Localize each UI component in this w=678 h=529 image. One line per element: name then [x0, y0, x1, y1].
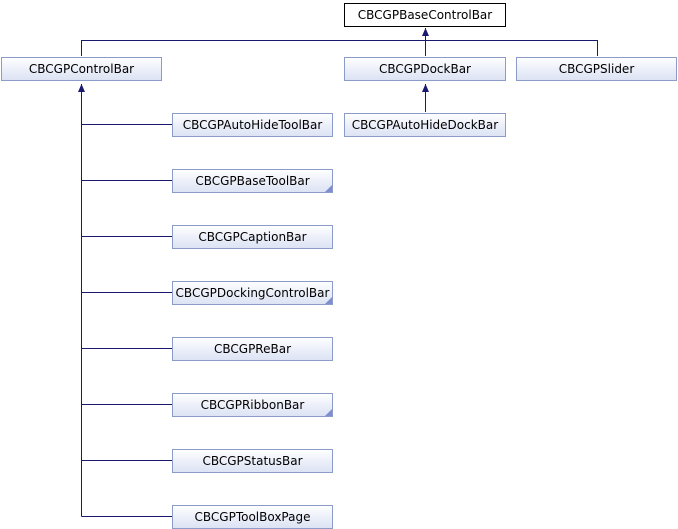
- arrowhead-dockbar: [422, 84, 429, 92]
- arrowhead-root: [422, 28, 429, 36]
- node-cbcgprebar[interactable]: CBCGPReBar: [172, 337, 333, 361]
- node-label: CBCGPDockingControlBar: [175, 286, 330, 300]
- node-label: CBCGPStatusBar: [202, 454, 303, 468]
- node-cbcgpcaptionbar[interactable]: CBCGPCaptionBar: [172, 225, 333, 249]
- arrowhead-controlbar: [78, 84, 85, 92]
- more-subclasses-marker: [325, 409, 332, 416]
- node-label: CBCGPReBar: [213, 342, 291, 356]
- node-cbcgpcontrolbar[interactable]: CBCGPControlBar: [1, 57, 162, 81]
- node-label: CBCGPAutoHideToolBar: [182, 118, 323, 132]
- node-label: CBCGPAutoHideDockBar: [351, 118, 499, 132]
- node-cbcgpautohidetoolbar[interactable]: CBCGPAutoHideToolBar: [172, 113, 333, 137]
- node-label: CBCGPBaseToolBar: [195, 174, 310, 188]
- node-label: CBCGPControlBar: [28, 62, 135, 76]
- edge-controlbar-root: [81, 28, 426, 56]
- node-cbcgpdockbar[interactable]: CBCGPDockBar: [344, 57, 506, 81]
- node-cbcgptoolboxpage[interactable]: CBCGPToolBoxPage: [172, 505, 333, 529]
- node-cbcgpdockingcontrolbar[interactable]: CBCGPDockingControlBar: [172, 281, 333, 305]
- node-cbcgpribbonbar[interactable]: CBCGPRibbonBar: [172, 393, 333, 417]
- node-cbcgpbasecontrolbar[interactable]: CBCGPBaseControlBar: [344, 3, 506, 27]
- node-label: CBCGPDockBar: [379, 62, 471, 76]
- node-cbcgpbasetoolbar[interactable]: CBCGPBaseToolBar: [172, 169, 333, 193]
- node-label: CBCGPRibbonBar: [200, 398, 305, 412]
- node-cbcgpautohidedockbar[interactable]: CBCGPAutoHideDockBar: [344, 113, 506, 137]
- node-label: CBCGPToolBoxPage: [194, 510, 311, 524]
- node-cbcgpstatusbar[interactable]: CBCGPStatusBar: [172, 449, 333, 473]
- edge-slider-root: [425, 40, 598, 56]
- node-label: CBCGPBaseControlBar: [357, 8, 493, 22]
- node-label: CBCGPSlider: [558, 62, 635, 76]
- node-cbcgpslider[interactable]: CBCGPSlider: [516, 57, 677, 81]
- node-label: CBCGPCaptionBar: [198, 230, 307, 244]
- more-subclasses-marker: [325, 297, 332, 304]
- more-subclasses-marker: [325, 185, 332, 192]
